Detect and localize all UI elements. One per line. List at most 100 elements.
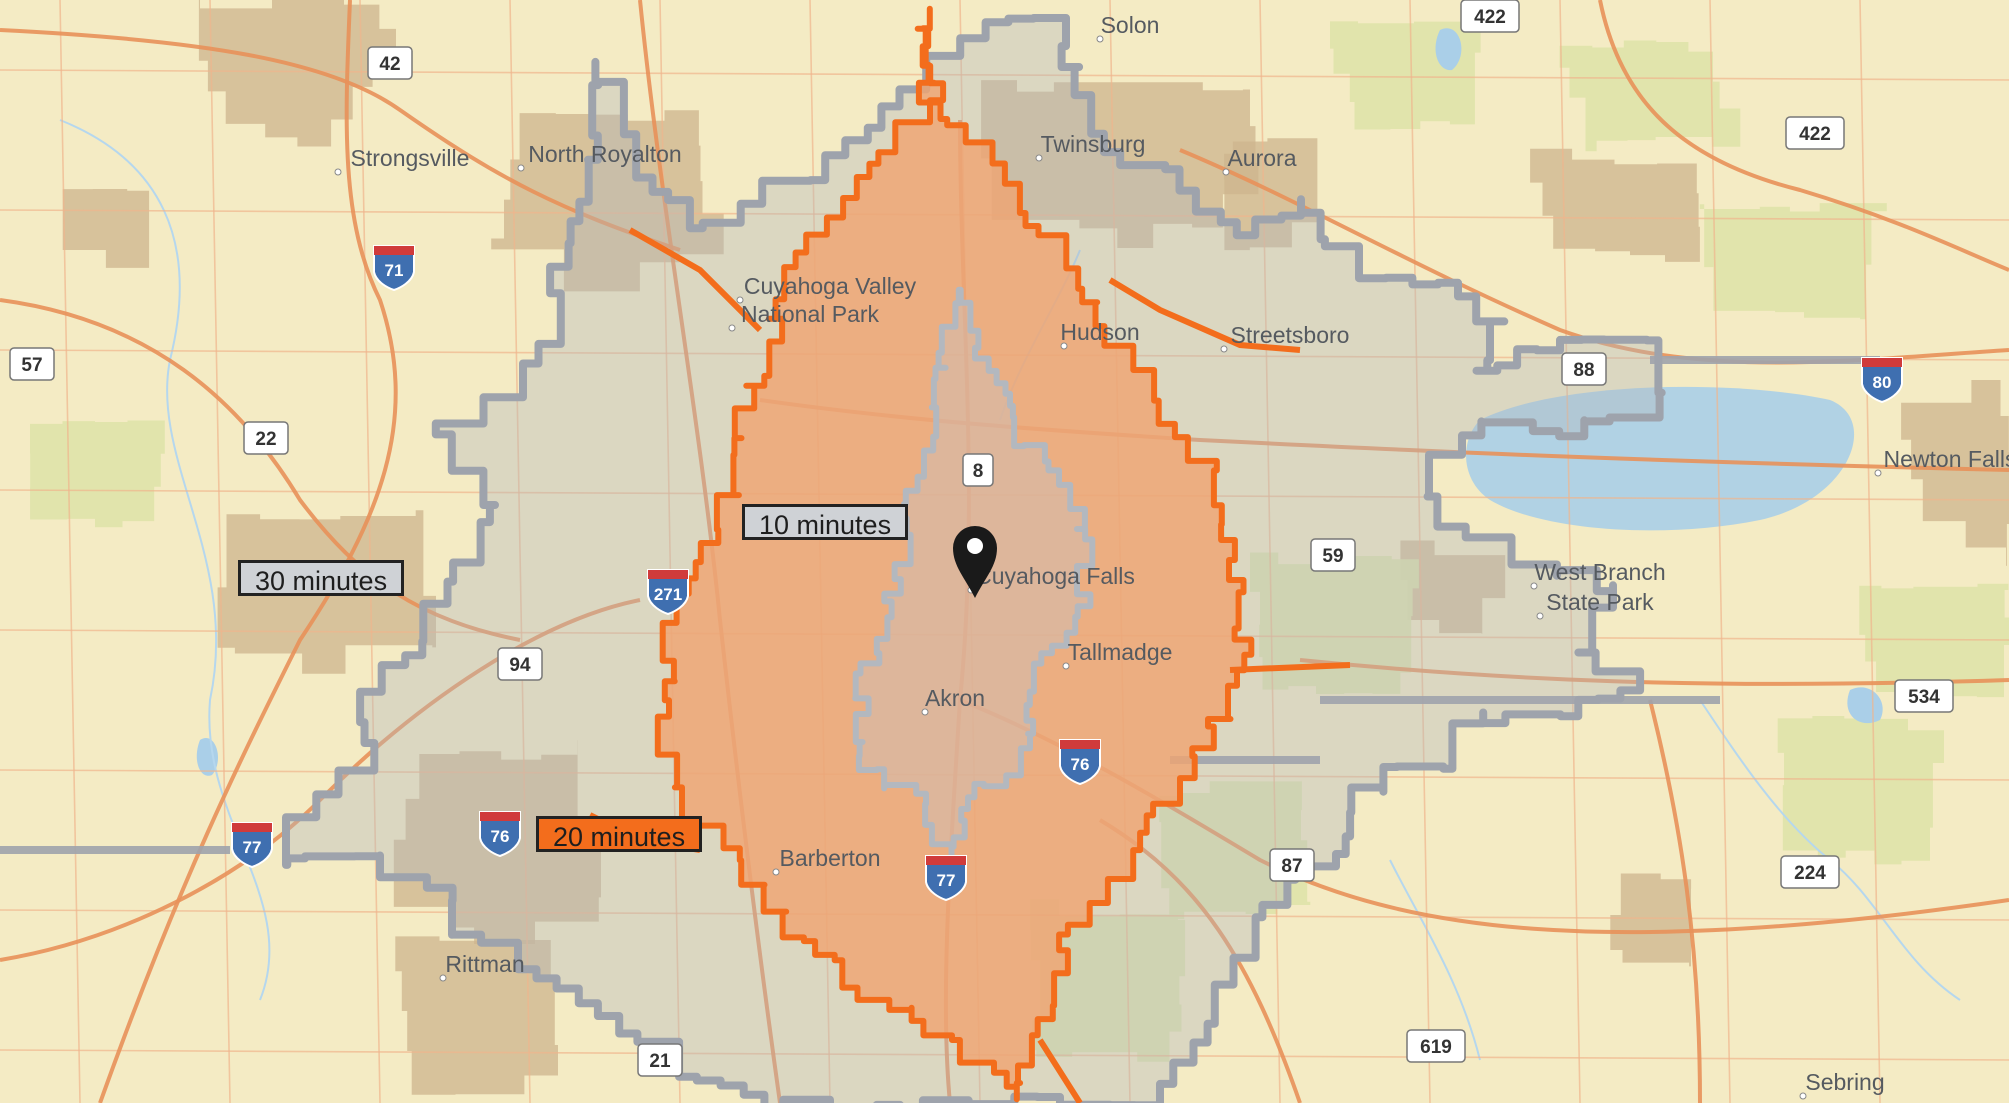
place-label: Akron [925, 685, 985, 711]
place-label: Tallmadge [1068, 639, 1173, 665]
minor-road [359, 0, 381, 1103]
forest-area [1030, 899, 1186, 1067]
shield-icon [1561, 352, 1607, 386]
shield-label: 88 [1573, 360, 1594, 381]
interstate-shield-label: 80 [1873, 373, 1892, 392]
interstate-shield-icon [479, 811, 521, 858]
forest-area [1849, 583, 2009, 698]
place-dot [1222, 168, 1230, 176]
minor-road [209, 0, 231, 1103]
place-label: Solon [1101, 12, 1160, 38]
interstate-shield-6: 271 [647, 569, 689, 616]
isochrone-20-minutes-spur [1037, 1038, 1083, 1103]
place-dot [334, 168, 342, 176]
forest-area [1777, 716, 1944, 865]
shield-icon [1780, 855, 1840, 889]
shield-label: 8 [973, 461, 984, 482]
forest-area [1250, 552, 1419, 694]
place-label: Rittman [445, 951, 524, 977]
interstate-shield-band [1862, 358, 1902, 367]
shield-label: 42 [379, 54, 400, 75]
shield-icon [497, 647, 543, 681]
isochrone-30-minutes-spur [0, 356, 1880, 854]
place-7: Hudson [1060, 319, 1140, 350]
map-pin-hole [967, 538, 983, 554]
place-13: Barberton [772, 845, 881, 876]
place-label: Sebring [1805, 1069, 1884, 1095]
route-shield-8: 94 [497, 647, 543, 681]
map-pin-icon[interactable] [953, 526, 997, 598]
place-dot [921, 708, 929, 716]
shield-icon [1460, 0, 1520, 33]
route-shield-11: 224 [1780, 855, 1840, 889]
interstate-shield-icon [1861, 357, 1903, 404]
place-label: State Park [1546, 589, 1654, 615]
urban-area [395, 936, 570, 1095]
interstate-shield-4: 77 [231, 822, 273, 869]
forest-area [1699, 203, 1887, 320]
reservoir-water [1435, 28, 1462, 71]
place-5: Cuyahoga Valley [736, 273, 917, 304]
interstate-shield-band [480, 812, 520, 821]
place-16: State Park [1536, 589, 1654, 620]
shield-icon [1894, 679, 1954, 713]
place-label: Strongsville [351, 145, 470, 171]
place-label: North Royalton [528, 141, 681, 167]
route-shield-9: 534 [1894, 679, 1954, 713]
place-label: Cuyahoga Valley [744, 273, 917, 299]
interstate-shield-1: 80 [1861, 357, 1903, 404]
shield-label: 59 [1322, 546, 1343, 567]
interstate-shield-label: 77 [937, 871, 956, 890]
forest-area [1150, 779, 1311, 919]
isochrone-20-minutes-spur [628, 227, 763, 333]
shield-icon [243, 421, 289, 455]
shield-icon [1406, 1029, 1466, 1063]
minor-road [0, 69, 2009, 81]
shield-label: 422 [1799, 124, 1831, 145]
shield-icon [637, 1043, 683, 1077]
interstate-shield-band [648, 570, 688, 579]
shield-icon [9, 347, 55, 381]
place-4: Aurora [1222, 145, 1297, 176]
interstate-shield-band [1060, 740, 1100, 749]
minor-road [1259, 0, 1281, 1103]
place-dot [736, 296, 744, 304]
place-label: Aurora [1227, 145, 1296, 171]
shield-icon [1310, 538, 1356, 572]
forest-area [1559, 37, 1741, 152]
place-8: Streetsboro [1220, 322, 1350, 353]
shield-label: 87 [1281, 856, 1302, 877]
shield-icon [367, 46, 413, 80]
route-shield-7: 59 [1310, 538, 1356, 572]
place-dot [1096, 35, 1104, 43]
place-dot [1220, 345, 1228, 353]
route-shield-2: 422 [1785, 116, 1845, 150]
place-label: Streetsboro [1231, 322, 1350, 348]
route-shield-4: 22 [243, 421, 289, 455]
shield-label: 534 [1908, 687, 1940, 708]
isochrone-20-minutes-spur [1108, 277, 1301, 353]
place-label: Hudson [1060, 319, 1139, 345]
place-dot [439, 974, 447, 982]
shield-label: 22 [255, 429, 276, 450]
place-12: Akron [921, 685, 985, 716]
shield-label: 21 [649, 1051, 671, 1072]
route-shield-3: 57 [9, 347, 55, 381]
interstate-shield-label: 76 [1071, 755, 1090, 774]
urban-area [59, 180, 166, 268]
reservoir-water [1847, 687, 1883, 724]
shield-icon [1785, 116, 1845, 150]
place-0: Solon [1096, 12, 1160, 43]
interstate-shield-label: 271 [654, 585, 682, 604]
river [1389, 859, 1481, 1061]
interstate-shield-icon [925, 855, 967, 902]
route-shield-0: 422 [1460, 0, 1520, 33]
shield-label: 94 [509, 655, 531, 676]
highway [0, 28, 681, 252]
map-pin-body[interactable] [953, 526, 997, 598]
forest-area [30, 420, 165, 528]
